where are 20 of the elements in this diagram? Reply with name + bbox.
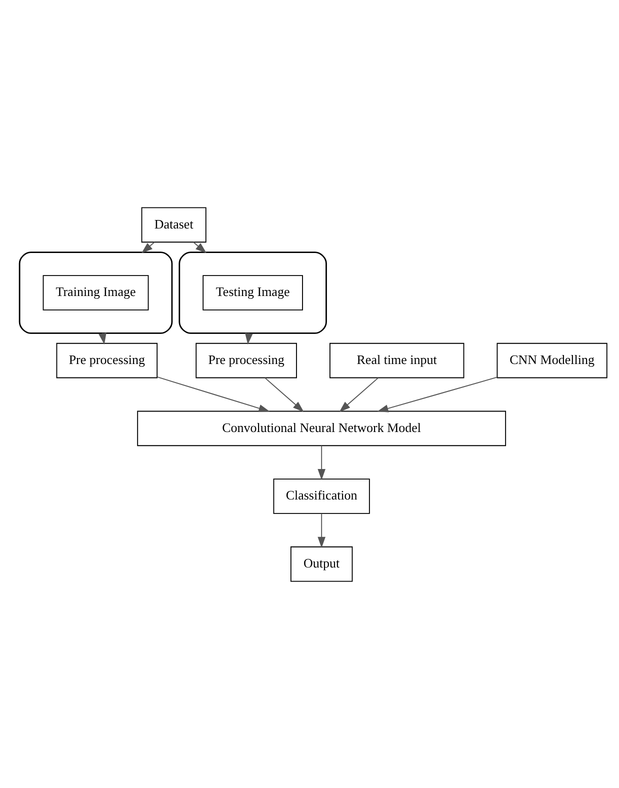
node-box: Testing Image <box>202 274 303 310</box>
node-box: Convolutional Neural Network Model <box>137 410 506 446</box>
arrow <box>264 376 304 412</box>
arrow <box>245 332 253 344</box>
node-box: Output <box>290 546 353 582</box>
arrow <box>98 332 106 344</box>
arrow <box>156 376 270 412</box>
node-box: CNN Modelling <box>496 342 608 378</box>
arrow <box>318 444 326 480</box>
arrow <box>192 241 207 253</box>
arrow <box>141 241 155 253</box>
arrow <box>318 512 326 548</box>
node-box: Pre processing <box>56 342 158 378</box>
arrow <box>377 376 498 412</box>
arrow <box>339 376 379 412</box>
node-box: Dataset <box>141 206 206 242</box>
node-box: Classification <box>273 478 370 514</box>
node-box: Training Image <box>42 274 149 310</box>
node-box: Real time input <box>329 342 464 378</box>
node-box: Pre processing <box>196 342 297 378</box>
